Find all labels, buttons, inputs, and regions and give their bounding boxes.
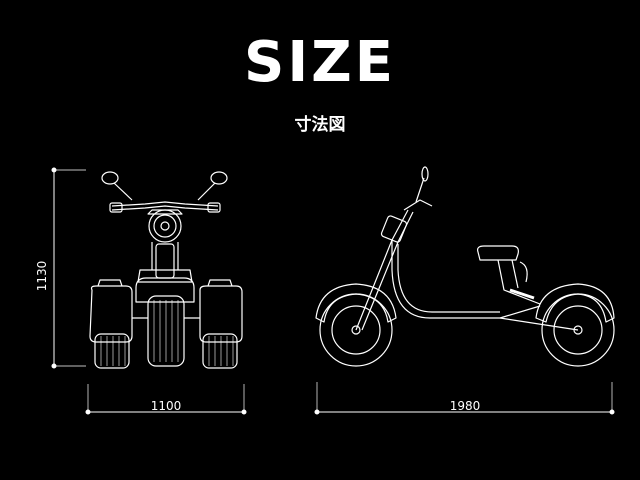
scooter-front-view (89, 171, 243, 369)
front-width-dimension-line (85, 384, 247, 415)
page-subtitle: 寸法図 (294, 115, 346, 135)
side-length-dimension-line (314, 382, 615, 415)
page-title: SIZE (243, 30, 397, 95)
height-dimension-line (51, 167, 86, 369)
side-length-dimension-label: 1980 (450, 399, 481, 413)
height-dimension-label: 1130 (35, 261, 49, 292)
front-width-dimension-label: 1100 (151, 399, 182, 413)
scooter-side-view (315, 166, 615, 367)
